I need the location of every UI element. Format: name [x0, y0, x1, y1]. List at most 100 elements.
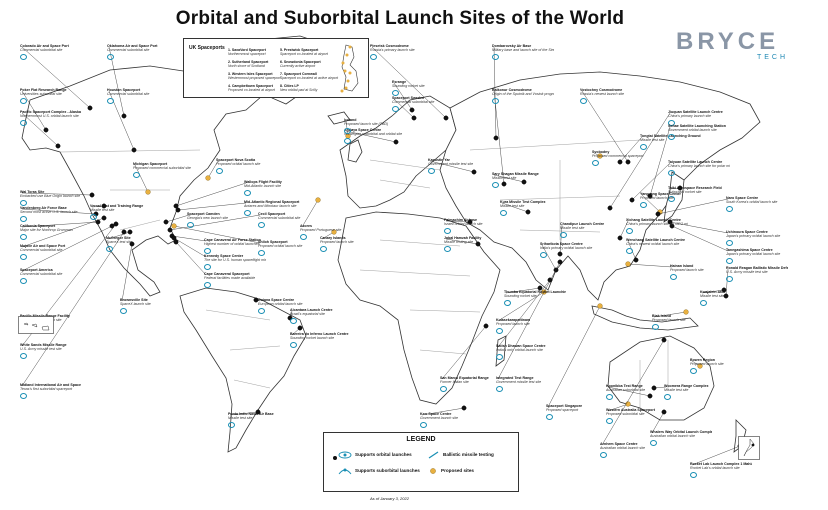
site-name: Arnhem Space Centre [600, 442, 638, 446]
launch-site-marker[interactable] [121, 229, 127, 235]
leader-line [619, 220, 629, 239]
launch-site-marker[interactable] [617, 159, 623, 165]
orbit-icon [444, 227, 451, 234]
launch-site-marker[interactable] [655, 211, 661, 217]
launch-site-marker[interactable] [131, 147, 137, 153]
orbit-icon [20, 97, 27, 104]
launch-site-marker[interactable] [617, 235, 623, 241]
launch-site-marker[interactable] [175, 207, 181, 213]
orbit-icon [216, 167, 223, 174]
launch-site-marker[interactable] [471, 169, 477, 175]
launch-site-marker[interactable] [667, 219, 673, 225]
leader-line [701, 289, 725, 294]
launch-site-marker[interactable] [647, 193, 653, 199]
proposed-site-marker[interactable] [697, 363, 703, 369]
launch-site-marker[interactable] [101, 215, 107, 221]
missile-icon [428, 451, 439, 459]
launch-site-marker[interactable] [467, 219, 473, 225]
site-description: Proposed launch site [690, 362, 724, 367]
launch-site-marker[interactable] [173, 203, 179, 209]
launch-site-marker[interactable] [55, 143, 61, 149]
site-description: Former Italian site [440, 380, 469, 385]
launch-site-marker[interactable] [493, 135, 499, 141]
launch-site-marker[interactable] [651, 385, 657, 391]
launch-site-marker[interactable] [721, 287, 727, 293]
orbit-icon [690, 471, 697, 478]
proposed-site-marker[interactable] [315, 197, 321, 203]
site-description: Japan's primary orbital launch site [726, 234, 781, 239]
launch-site-marker[interactable] [557, 251, 563, 257]
launch-site-marker[interactable] [607, 205, 613, 211]
launch-site-marker[interactable] [547, 277, 553, 283]
launch-site-marker[interactable] [525, 209, 531, 215]
launch-site-marker[interactable] [483, 323, 489, 329]
orbit-icon [668, 133, 675, 140]
launch-site-marker[interactable] [557, 259, 563, 265]
site-name: Jabal Hamzah Facility [444, 236, 482, 240]
site-description: Missile test site [492, 176, 517, 181]
launch-site-marker[interactable] [89, 192, 95, 198]
launch-site-marker[interactable] [255, 409, 261, 415]
leader-line [651, 411, 665, 434]
site-name: Spaceport Camden [187, 212, 220, 216]
launch-site-marker[interactable] [253, 297, 259, 303]
launch-site-marker[interactable] [129, 241, 135, 247]
site-name: Houston Spaceport [107, 88, 141, 92]
site-name: Spaceport Singapore [546, 404, 583, 408]
launch-site-marker[interactable] [661, 337, 667, 343]
launch-site-marker[interactable] [723, 293, 729, 299]
proposed-site-marker[interactable] [205, 175, 211, 181]
orbit-icon [244, 189, 251, 196]
launch-site-marker[interactable] [625, 159, 631, 165]
launch-site-marker[interactable] [43, 127, 49, 133]
europe [339, 95, 457, 209]
launch-site-marker[interactable] [501, 181, 507, 187]
launch-site-marker[interactable] [163, 219, 169, 225]
launch-site-marker[interactable] [393, 139, 399, 145]
launch-site-marker[interactable] [537, 285, 543, 291]
launch-site-marker[interactable] [109, 223, 115, 229]
proposed-site-marker[interactable] [171, 223, 177, 229]
launch-site-marker[interactable] [95, 219, 101, 225]
launch-site-marker[interactable] [171, 235, 177, 241]
new-zealand-inset [738, 436, 760, 460]
launch-site-marker[interactable] [461, 405, 467, 411]
site-label: Ronald Reagan Ballistic Missile Defense … [726, 266, 788, 283]
proposed-site-marker[interactable] [331, 229, 337, 235]
launch-site-marker[interactable] [411, 115, 417, 121]
launch-site-marker[interactable] [677, 185, 683, 191]
launch-site-marker[interactable] [167, 227, 173, 233]
leader-line [493, 46, 497, 139]
leader-line [21, 231, 125, 387]
site-name: Guiana Space Centre [258, 298, 295, 302]
launch-site-marker[interactable] [297, 325, 303, 331]
launch-site-marker[interactable] [121, 113, 127, 119]
launch-site-marker[interactable] [521, 179, 527, 185]
launch-site-marker[interactable] [475, 241, 481, 247]
launch-site-marker[interactable] [553, 267, 559, 273]
proposed-site-marker[interactable] [597, 153, 603, 159]
launch-site-marker[interactable] [443, 115, 449, 121]
launch-site-marker[interactable] [669, 223, 675, 229]
proposed-site-marker[interactable] [145, 189, 151, 195]
launch-site-marker[interactable] [409, 107, 415, 113]
launch-site-marker[interactable] [127, 229, 133, 235]
launch-site-marker[interactable] [113, 221, 119, 227]
proposed-site-marker[interactable] [683, 309, 689, 315]
launch-site-marker[interactable] [173, 239, 179, 245]
launch-site-marker[interactable] [87, 105, 93, 111]
leader-line [229, 411, 259, 416]
site-name: Palmachim Airbase [444, 218, 478, 222]
hawaii-inset [18, 316, 54, 334]
proposed-site-marker[interactable] [597, 303, 603, 309]
legend-suborbital: Supports suborbital launches [338, 467, 420, 475]
launch-site-marker[interactable] [101, 203, 107, 209]
proposed-site-marker[interactable] [625, 261, 631, 267]
launch-site-marker[interactable] [647, 393, 653, 399]
launch-site-marker[interactable] [661, 409, 667, 415]
launch-site-marker[interactable] [629, 197, 635, 203]
launch-site-marker[interactable] [633, 257, 639, 263]
